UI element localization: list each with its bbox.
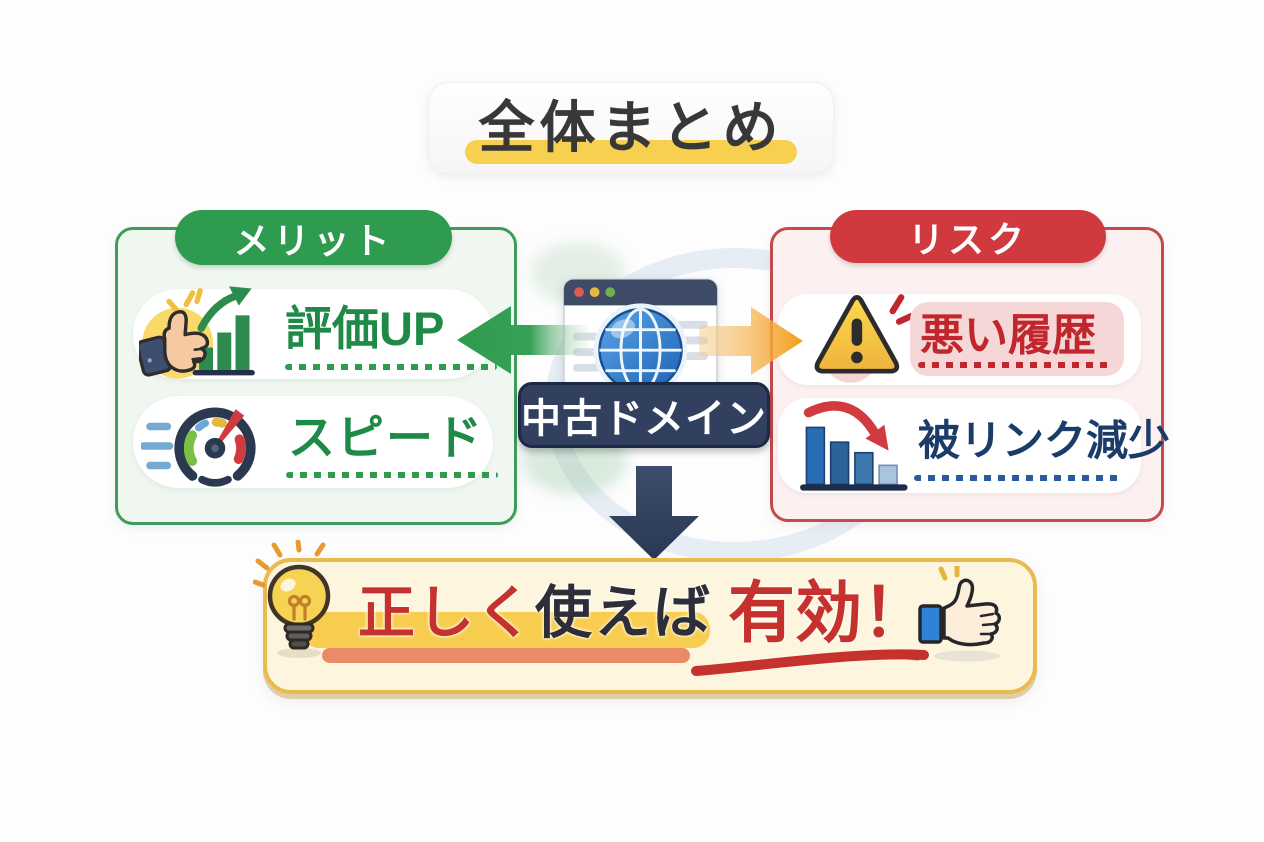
page-title-text: 全体まとめ (478, 96, 784, 159)
merit-item-evaluation: 評価UP (133, 286, 497, 379)
thumbs-up-icon (918, 566, 1001, 662)
risk-header-badge: リスク (830, 210, 1106, 263)
merit-item-label: 評価UP (285, 302, 445, 355)
speedometer-icon (141, 407, 256, 489)
dotted-underline (914, 475, 1119, 481)
arrow-left-to-merit-icon (457, 306, 589, 374)
red-underline-swoosh (691, 649, 929, 676)
arrow-down-to-conclusion-icon (609, 466, 699, 560)
dotted-underline (285, 364, 497, 370)
conclusion-text-emphasis: 有効！ (728, 575, 929, 651)
title-highlight (465, 140, 797, 164)
risk-item-backlink-decline: 被リンク減少 (778, 398, 1170, 493)
risk-item-label: 悪い履歴 (920, 311, 1096, 360)
risk-item-bad-history: 悪い履歴 (778, 294, 1141, 385)
dotted-underline (918, 362, 1114, 368)
conclusion-text: 正しく 使えば 有効！ (358, 574, 929, 652)
page-title: 全体まとめ (428, 82, 834, 174)
merit-header-badge: メリット (175, 210, 452, 265)
risk-item-chip: 悪い履歴 (910, 302, 1124, 376)
warning-triangle-icon (814, 294, 914, 383)
merit-item-speed: スピード (133, 396, 498, 489)
risk-item-label: 被リンク減少 (918, 417, 1171, 464)
used-domain-label: 中古ドメイン (518, 382, 770, 448)
lightbulb-icon (253, 540, 331, 658)
declining-bar-chart-icon (800, 401, 908, 491)
merit-item-label: スピード (288, 411, 484, 464)
dotted-underline (286, 472, 498, 478)
conclusion-text-red: 正しく (358, 580, 535, 645)
conclusion-salmon-strip (322, 648, 690, 663)
thumbs-up-growth-chart-icon (139, 286, 255, 379)
conclusion-yellow-highlight (302, 612, 710, 648)
conclusion-text-dark: 使えば (535, 580, 712, 645)
arrow-right-to-risk-icon (699, 307, 803, 375)
